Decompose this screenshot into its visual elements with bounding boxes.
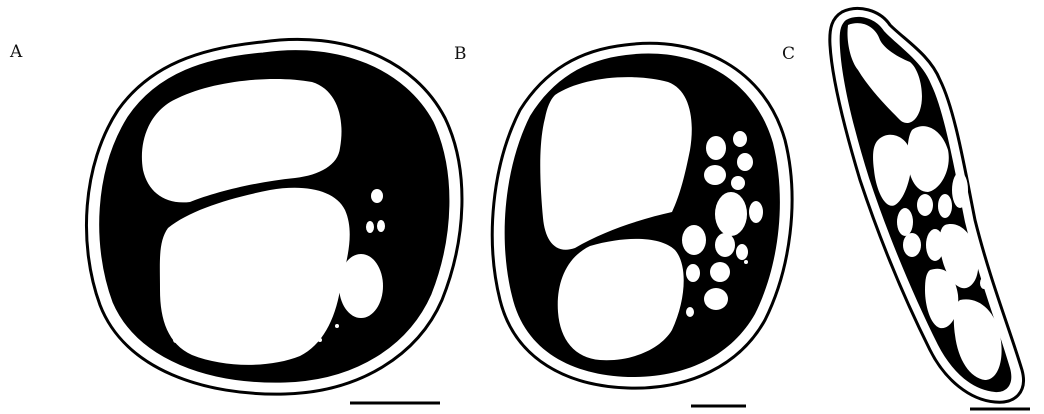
cell-b-vesicle bbox=[704, 165, 726, 185]
cell-b-vesicle bbox=[686, 264, 700, 282]
cell-b-vesicle bbox=[731, 176, 745, 190]
cell-a-vesicle bbox=[377, 220, 385, 232]
cell-b-vesicle bbox=[736, 244, 748, 260]
cell-a-vesicle bbox=[318, 338, 322, 342]
cell-a-vesicle bbox=[371, 189, 383, 203]
cell-b-vesicle bbox=[710, 262, 730, 282]
cell-c-vesicle bbox=[917, 194, 933, 216]
cell-c-vesicle bbox=[980, 277, 988, 289]
cell-b-vesicle bbox=[682, 225, 706, 255]
cell-c-vesicle bbox=[938, 194, 952, 218]
cell-a bbox=[86, 39, 462, 403]
cell-a-vesicle bbox=[173, 337, 179, 343]
cell-b-vesicle bbox=[715, 233, 735, 257]
cell-c-vesicle bbox=[952, 172, 968, 208]
cell-b-vesicle bbox=[706, 136, 726, 160]
cell-b-vesicle bbox=[715, 192, 747, 236]
cell-b-vesicle bbox=[704, 288, 728, 310]
cell-c-vesicle bbox=[897, 208, 913, 236]
cell-b-vesicle bbox=[744, 260, 748, 264]
cell-a-vacuole-right bbox=[339, 254, 383, 318]
cell-b bbox=[492, 43, 792, 406]
cell-b-vesicle bbox=[686, 307, 694, 317]
cell-a-vesicle bbox=[366, 221, 374, 233]
cell-b-vesicle bbox=[737, 153, 753, 171]
cell-c-vesicle bbox=[903, 233, 921, 257]
cell-b-vesicle bbox=[733, 131, 747, 147]
cell-b-vesicle bbox=[749, 201, 763, 223]
cell-a-vesicle bbox=[335, 324, 339, 328]
cell-c bbox=[830, 8, 1030, 409]
